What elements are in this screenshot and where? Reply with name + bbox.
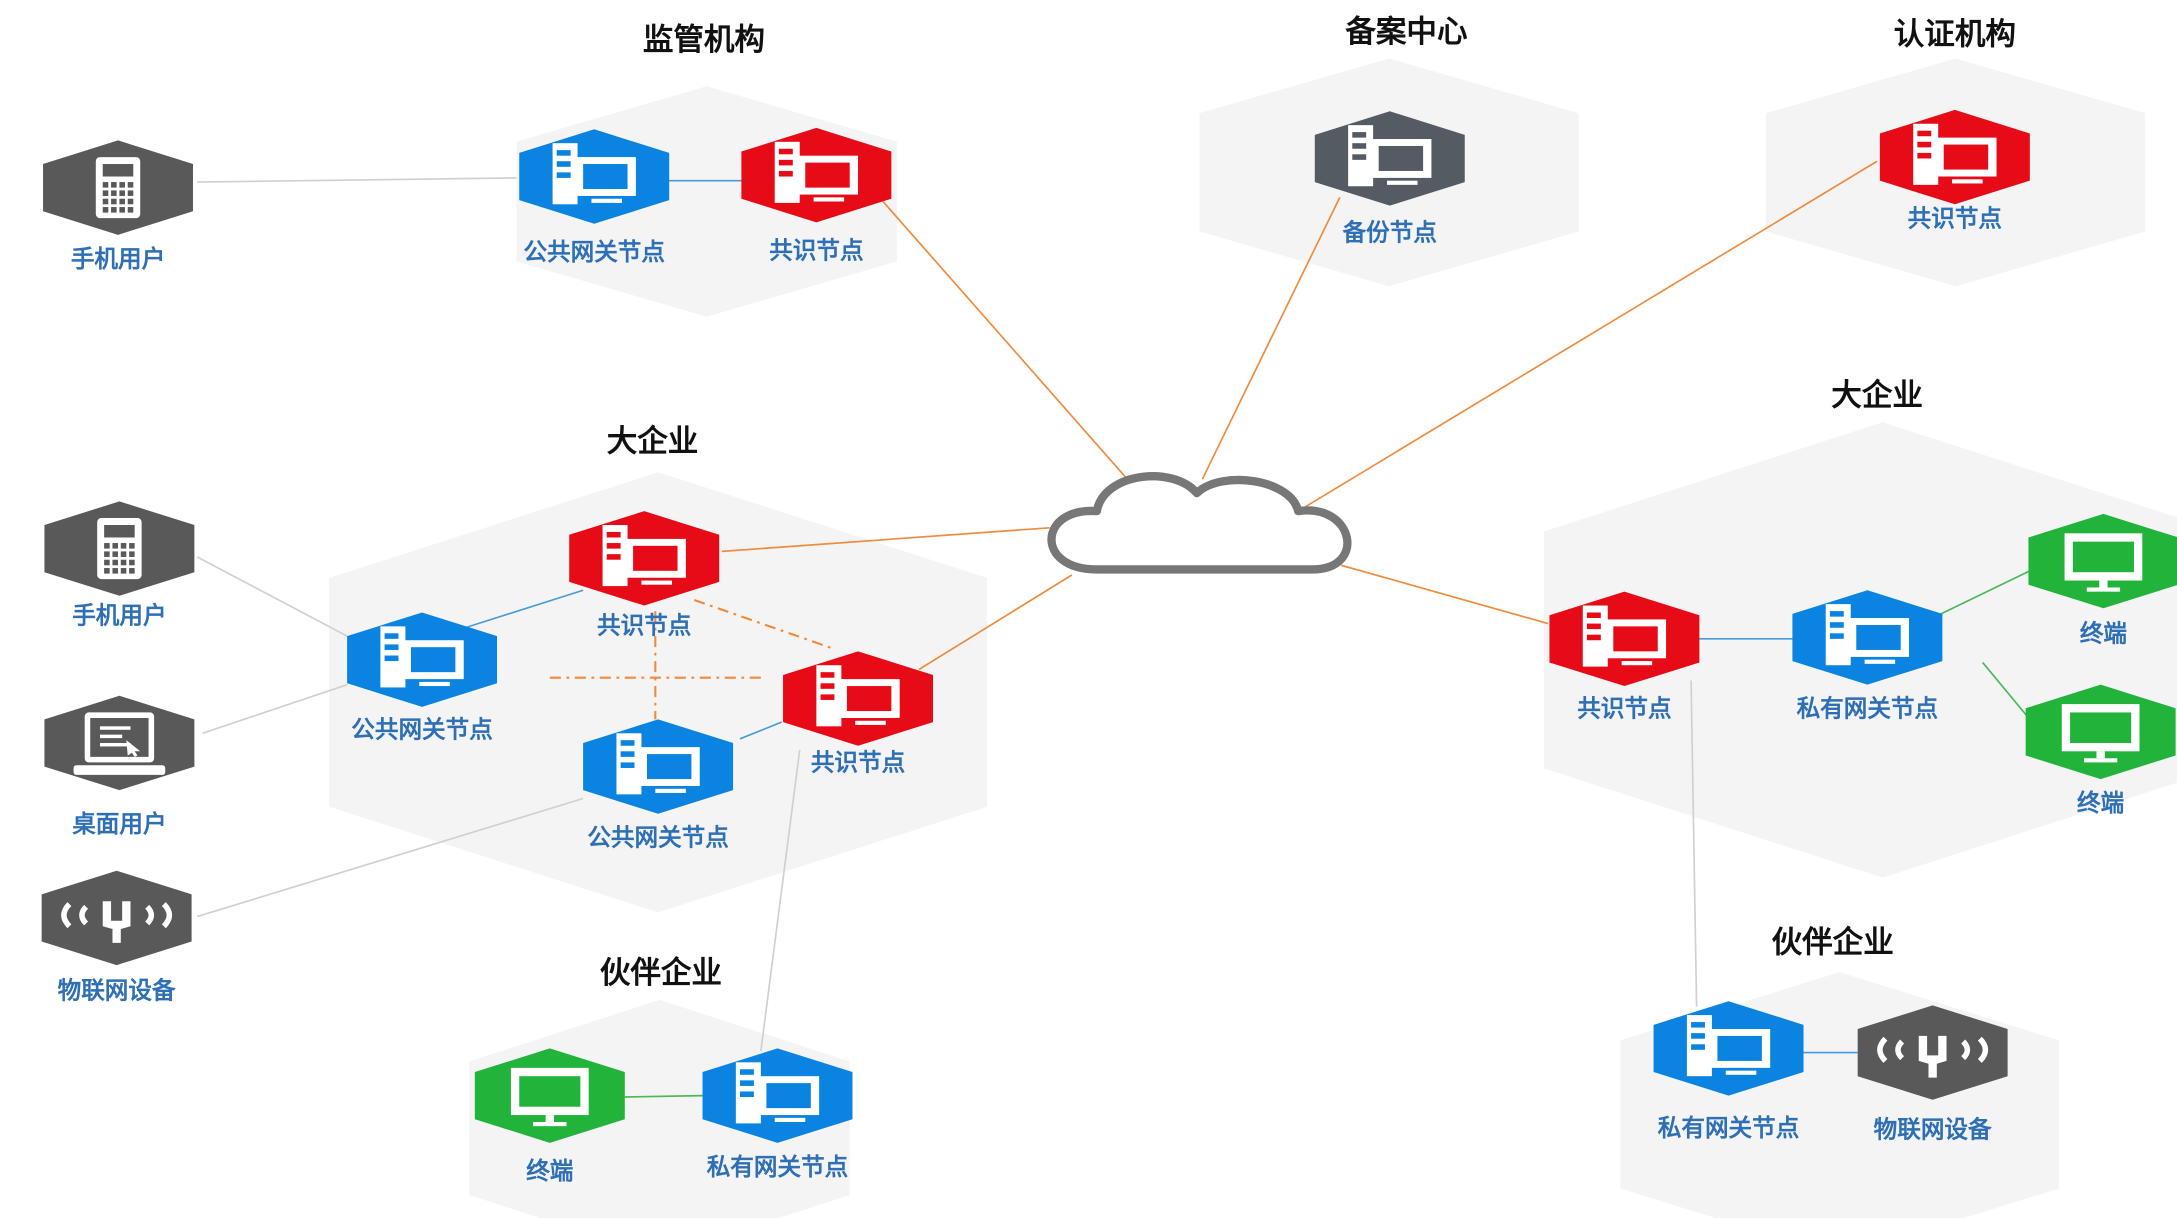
node-label: 共识节点 xyxy=(769,236,863,264)
node-bk[interactable]: 备份节点 xyxy=(1314,111,1465,246)
computer-icon xyxy=(1913,123,1997,185)
node-label: 私有网关节点 xyxy=(707,1153,849,1181)
node-cs3[interactable]: 共识节点 xyxy=(569,511,720,639)
connection-line xyxy=(1940,570,2031,615)
node-phone1[interactable]: 手机用户 xyxy=(43,140,193,273)
region-title: 认证机构 xyxy=(1894,18,2016,53)
connection-line xyxy=(196,556,348,637)
computer-icon xyxy=(816,665,900,727)
node-label: 共识节点 xyxy=(597,611,691,639)
node-phone2[interactable]: 手机用户 xyxy=(44,501,195,630)
node-desktop[interactable]: 桌面用户 xyxy=(44,695,195,838)
node-label: 手机用户 xyxy=(72,602,166,630)
connection-line xyxy=(197,177,517,183)
connection-line xyxy=(464,589,584,629)
region-title: 大企业 xyxy=(1831,378,1923,414)
region-title: 备案中心 xyxy=(1344,14,1468,50)
computer-icon xyxy=(552,143,636,205)
node-cs2[interactable]: 共识节点 xyxy=(1879,109,2030,233)
computer-icon xyxy=(616,733,700,795)
region-title: 大企业 xyxy=(607,423,699,459)
node-gw2[interactable]: 公共网关节点 xyxy=(347,612,498,743)
computer-icon xyxy=(380,626,464,688)
node-label: 物联网设备 xyxy=(58,976,176,1004)
connection-line xyxy=(739,721,782,740)
region-title: 伙伴企业 xyxy=(600,955,722,991)
connection-line xyxy=(1201,196,1341,480)
node-label: 手机用户 xyxy=(71,245,165,273)
node-label: 终端 xyxy=(526,1157,573,1185)
node-label: 共识节点 xyxy=(811,749,905,777)
monitor-icon xyxy=(2064,533,2143,592)
connection-line xyxy=(1304,160,1878,508)
node-pgw3[interactable]: 私有网关节点 xyxy=(1653,1001,1804,1142)
connection-line xyxy=(1981,661,2031,720)
node-term1[interactable]: 终端 xyxy=(474,1048,625,1185)
computer-icon xyxy=(774,141,859,203)
node-cs1[interactable]: 共识节点 xyxy=(741,127,892,265)
node-term3[interactable]: 终端 xyxy=(2025,684,2176,817)
computer-icon xyxy=(1686,1015,1771,1077)
node-label: 公共网关节点 xyxy=(523,238,665,266)
connection-line xyxy=(918,574,1073,671)
region-ent-left xyxy=(329,472,988,913)
node-iot2[interactable]: 物联网设备 xyxy=(1857,1005,2008,1143)
region-title: 伙伴企业 xyxy=(1772,925,1894,961)
connection-line xyxy=(760,749,801,1052)
node-iot1[interactable]: 物联网设备 xyxy=(41,870,192,1005)
node-label: 终端 xyxy=(2080,620,2127,648)
connection-line xyxy=(1340,564,1549,625)
iot-antenna-icon xyxy=(61,901,173,943)
connection-line xyxy=(882,200,1129,480)
node-gw1[interactable]: 公共网关节点 xyxy=(519,129,670,266)
computer-icon xyxy=(602,525,686,587)
laptop-icon xyxy=(73,712,166,775)
connection-line xyxy=(202,683,348,735)
region-title: 监管机构 xyxy=(643,23,765,58)
node-label: 终端 xyxy=(2077,789,2124,817)
connection-line xyxy=(1690,680,1698,1007)
computer-icon xyxy=(1825,604,1910,666)
calculator-phone-icon xyxy=(97,518,142,580)
computer-icon xyxy=(735,1062,820,1124)
node-gw3[interactable]: 公共网关节点 xyxy=(583,719,734,852)
node-pgw1[interactable]: 私有网关节点 xyxy=(702,1048,853,1181)
node-cs4[interactable]: 共识节点 xyxy=(783,651,933,777)
node-label: 公共网关节点 xyxy=(587,824,729,852)
node-label: 共识节点 xyxy=(1908,204,2002,232)
connection-line xyxy=(196,797,584,918)
computer-icon xyxy=(1582,605,1667,667)
node-label: 私有网关节点 xyxy=(1797,695,1939,723)
hexagon-shape xyxy=(41,870,192,966)
node-cs5[interactable]: 共识节点 xyxy=(1549,591,1700,723)
node-label: 公共网关节点 xyxy=(351,715,493,743)
connection-line xyxy=(721,526,1050,553)
monitor-icon xyxy=(510,1067,589,1127)
node-label: 备份节点 xyxy=(1342,218,1437,246)
cloud-icon xyxy=(1047,472,1352,574)
node-label: 私有网关节点 xyxy=(1658,1114,1800,1142)
monitor-icon xyxy=(2061,704,2140,763)
connection-line xyxy=(624,1094,703,1098)
node-term2[interactable]: 终端 xyxy=(2028,513,2177,648)
calculator-phone-icon xyxy=(95,157,141,219)
node-label: 桌面用户 xyxy=(72,810,166,838)
region-partner-right xyxy=(1620,972,2059,1218)
iot-antenna-icon xyxy=(1877,1035,1989,1078)
node-label: 物联网设备 xyxy=(1874,1115,1992,1143)
node-pgw2[interactable]: 私有网关节点 xyxy=(1792,590,1943,723)
node-label: 共识节点 xyxy=(1577,695,1671,723)
hexagon-shape xyxy=(1857,1005,2008,1100)
computer-icon xyxy=(1348,125,1432,187)
